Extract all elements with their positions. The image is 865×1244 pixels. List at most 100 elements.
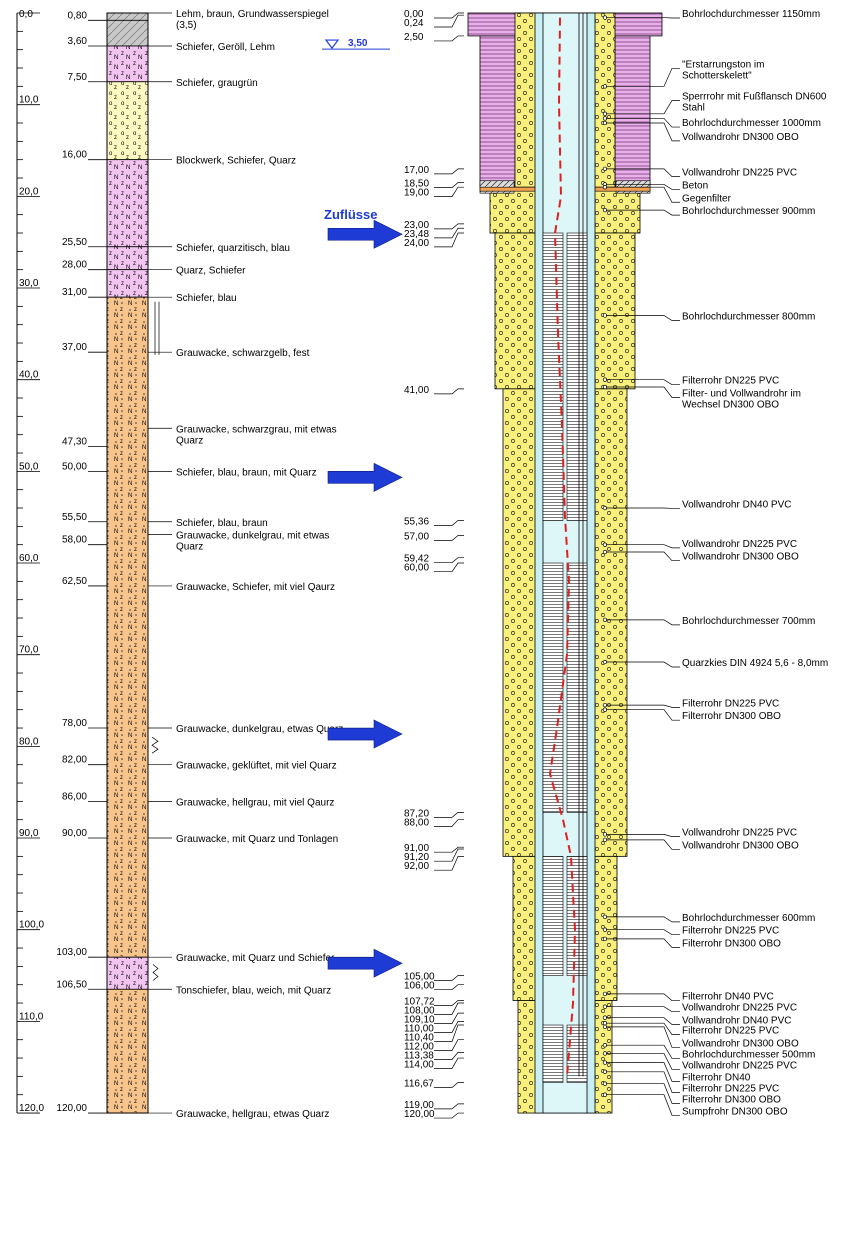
filter-screen <box>542 232 564 521</box>
strata-description: Grauwacke, hellgrau, etwas Quarz <box>176 1109 329 1120</box>
filter-screen <box>566 1024 588 1083</box>
well-depth-leader <box>434 1057 464 1069</box>
well-depth-value: 108,00 <box>404 1005 435 1016</box>
strata-depth: 86,00 <box>62 791 87 802</box>
strata-depth: 3,60 <box>68 36 88 47</box>
well-depth-value: 91,00 <box>404 843 429 854</box>
annotation-text: Schotterskelett" <box>682 70 752 81</box>
well-depth-leader <box>434 182 464 188</box>
annotation-leader <box>606 1026 680 1048</box>
annotation-text: Bohrlochdurchmesser 700mm <box>682 616 815 627</box>
well-depth-value: 113,38 <box>404 1050 434 1061</box>
strata-depth: 58,00 <box>62 535 87 546</box>
layer-schiefer <box>106 159 149 248</box>
well-depth-leader <box>434 1039 464 1051</box>
annotation-leader <box>606 1062 680 1082</box>
strata-description: Grauwacke, dunkelgrau, etwas Quarz <box>176 724 343 735</box>
scale-label: 10,0 <box>19 95 39 106</box>
annotation-leader <box>606 619 680 626</box>
strata-description: Blockwerk, Schiefer, Quarz <box>176 156 296 167</box>
well-depth-value: 88,00 <box>404 817 429 828</box>
filter-screen <box>566 856 588 976</box>
strata-depth: 28,00 <box>62 260 87 271</box>
scale-label: 100,0 <box>19 920 44 931</box>
strata-description: Grauwacke, dunkelgrau, mit etwas <box>176 531 329 542</box>
well-depth-leader <box>434 856 464 871</box>
well-depth-value: 19,00 <box>404 188 429 199</box>
strata-description: Schiefer, blau, braun <box>176 518 268 529</box>
well-depth-leader <box>434 35 464 42</box>
strata-description: Grauwacke, schwarzgrau, mit etwas <box>176 424 337 435</box>
well-depth-leader <box>434 1002 464 1015</box>
strata-description: Schiefer, blau <box>176 293 237 304</box>
fissure-marker <box>151 736 159 754</box>
well-depth-labels: 0,000,242,5017,0018,5019,0023,0023,4824,… <box>404 9 464 1120</box>
well-depth-leader <box>434 557 464 564</box>
inflow-arrows: Zuflüsse <box>324 207 403 978</box>
annotation-leader <box>606 938 680 948</box>
well-depth-leader <box>434 1112 464 1119</box>
strata-description: Schiefer, Geröll, Lehm <box>176 42 275 53</box>
well-depth-leader <box>434 975 464 981</box>
scale-label: 120,0 <box>19 1103 44 1114</box>
strata-depth: 78,00 <box>62 718 87 729</box>
scale-label: 90,0 <box>19 828 39 839</box>
annotation-text: Vollwandrohr DN40 PVC <box>682 1016 792 1027</box>
well-depth-leader <box>434 535 464 541</box>
groundwater-depth: 3,50 <box>348 38 368 49</box>
annotation-text: Filterrohr DN300 OBO <box>682 1094 781 1105</box>
annotation-text: Filterrohr DN300 OBO <box>682 939 781 950</box>
well-depth-value: 114,00 <box>404 1059 434 1070</box>
annotation-text: Vollwandrohr DN300 OBO <box>682 552 799 563</box>
well-depth-value: 105,00 <box>404 972 435 983</box>
filter-screen <box>542 1024 564 1083</box>
annotation-leader <box>606 1022 680 1035</box>
scale-label: 60,0 <box>19 553 39 564</box>
column-frame <box>106 12 149 1114</box>
layer-grauwacke <box>106 296 149 958</box>
annotation-leader <box>606 1071 680 1093</box>
strata-description: Grauwacke, schwarzgelb, fest <box>176 348 310 359</box>
well-depth-value: 110,40 <box>404 1032 434 1043</box>
well-depth-leader <box>434 1024 464 1042</box>
strata-description: Schiefer, graugrün <box>176 78 258 89</box>
well-depth-leader <box>434 562 464 573</box>
annotation-text: Bohrlochdurchmesser 600mm <box>682 913 815 924</box>
annotation-text: Vollwandrohr DN300 OBO <box>682 840 799 851</box>
strata-description: Quarz <box>176 435 203 446</box>
annotation-text: Bohrlochdurchmesser 800mm <box>682 312 815 323</box>
well-depth-value: 0,24 <box>404 18 424 29</box>
strata-depth: 103,00 <box>56 947 87 958</box>
strata-description: Quarz, Schiefer <box>176 266 246 277</box>
well-depth-leader <box>434 1052 464 1060</box>
well-depth-leader <box>434 168 464 175</box>
well-depth-value: 60,00 <box>404 563 429 574</box>
annotation-text: Vollwandrohr DN225 PVC <box>682 1003 797 1014</box>
annotation-text: Vollwandrohr DN225 PVC <box>682 539 797 550</box>
annotation-leader <box>606 186 680 203</box>
scale-label: 50,0 <box>19 461 39 472</box>
well-depth-value: 110,00 <box>404 1023 434 1034</box>
groundwater-triangle-icon <box>324 39 340 50</box>
well-annotations: Bohrlochdurchmesser 1150mm"Erstarrungsto… <box>602 9 828 1117</box>
strata-depth: 106,50 <box>56 979 87 990</box>
annotation-text: Bohrlochdurchmesser 1150mm <box>682 9 820 20</box>
scale-label: 0,0 <box>19 9 33 20</box>
annotation-leader <box>606 1017 680 1025</box>
scale-label: 70,0 <box>19 645 39 656</box>
annotation-text: Gegenfilter <box>682 193 732 204</box>
annotation-leader <box>606 118 680 128</box>
well-depth-value: 91,20 <box>404 852 429 863</box>
annotation-leader <box>606 122 680 142</box>
annotation-leader <box>606 709 680 721</box>
well-depth-leader <box>434 388 464 395</box>
annotation-leader <box>606 386 680 398</box>
well-depth-leader <box>434 846 464 853</box>
annotation-leader <box>606 661 680 668</box>
strata-depth: 50,00 <box>62 461 87 472</box>
annotation-leader <box>606 1006 680 1013</box>
strata-description: Grauwacke, geklüftet, mit viel Quarz <box>176 761 337 772</box>
strata-description: Quarz <box>176 542 203 553</box>
filter-screen <box>542 856 564 976</box>
strata-depth: 16,00 <box>62 150 87 161</box>
